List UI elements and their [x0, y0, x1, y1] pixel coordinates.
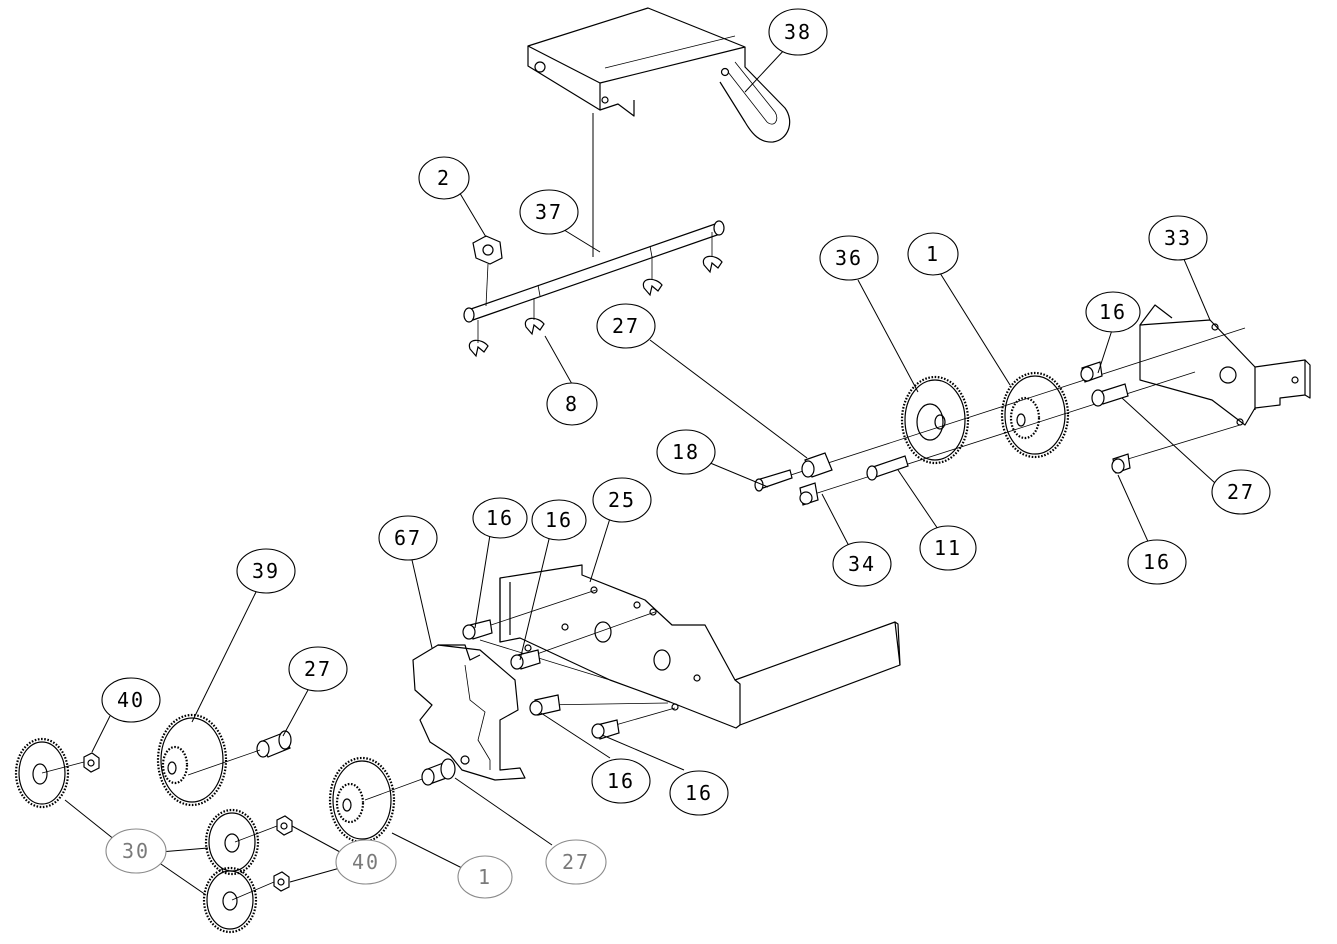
callout-18: 18 — [656, 429, 716, 475]
callout-33: 33 — [1148, 215, 1208, 261]
callout-25: 25 — [592, 477, 652, 523]
callout-1-left: 1 — [457, 855, 513, 899]
svg-text:1: 1 — [926, 242, 940, 266]
svg-text:16: 16 — [607, 769, 635, 793]
callout-34: 34 — [832, 541, 892, 587]
svg-text:38: 38 — [784, 20, 812, 44]
part-36-gear — [900, 375, 970, 465]
svg-text:8: 8 — [565, 392, 579, 416]
middle-screws — [462, 619, 620, 740]
part-1-gear-right — [1000, 371, 1070, 459]
part-38-bracket — [527, 7, 791, 143]
right-axes — [759, 327, 1246, 498]
callout-16-middle-c: 16 — [591, 758, 651, 804]
svg-text:18: 18 — [672, 440, 700, 464]
part-2-clip — [472, 235, 503, 307]
svg-text:1: 1 — [478, 865, 492, 889]
callout-16-middle-b: 16 — [531, 499, 587, 541]
callout-36: 36 — [819, 235, 879, 281]
svg-text:30: 30 — [122, 839, 150, 863]
svg-text:27: 27 — [304, 657, 332, 681]
svg-text:27: 27 — [1227, 480, 1255, 504]
callout-16-right-bottom: 16 — [1127, 539, 1187, 585]
svg-text:36: 36 — [835, 246, 863, 270]
part-40-nuts — [41, 752, 293, 901]
svg-text:25: 25 — [608, 488, 636, 512]
right-pins-and-screws — [754, 361, 1131, 506]
svg-text:40: 40 — [117, 688, 145, 712]
callout-30: 30 — [105, 828, 167, 874]
svg-text:16: 16 — [486, 506, 514, 530]
callout-16-middle-d: 16 — [669, 770, 729, 816]
part-27-bushing-left — [187, 730, 292, 776]
svg-text:37: 37 — [535, 200, 563, 224]
part-39-gear — [156, 713, 228, 807]
callout-27-right: 27 — [1211, 469, 1271, 515]
callout-67: 67 — [378, 515, 438, 561]
part-8-e-rings — [468, 232, 723, 358]
callout-40-bottom: 40 — [335, 839, 397, 885]
svg-text:34: 34 — [848, 552, 876, 576]
svg-text:16: 16 — [1143, 550, 1171, 574]
callout-39: 39 — [236, 548, 296, 594]
svg-text:11: 11 — [934, 536, 962, 560]
svg-text:16: 16 — [545, 508, 573, 532]
callout-11: 11 — [919, 525, 977, 571]
svg-text:67: 67 — [394, 526, 422, 550]
callout-27-bottom: 27 — [545, 839, 607, 885]
callout-16-middle-a: 16 — [472, 497, 528, 539]
part-33-plate — [1139, 304, 1311, 426]
svg-text:27: 27 — [612, 314, 640, 338]
callout-27-left: 27 — [288, 646, 348, 692]
callout-37: 37 — [519, 189, 579, 235]
part-37-shaft — [463, 113, 725, 323]
part-30-gears — [14, 737, 260, 934]
callout-38: 38 — [768, 8, 828, 56]
part-67-bracket — [412, 644, 526, 781]
callout-27-upper: 27 — [596, 303, 656, 349]
callout-2: 2 — [418, 156, 470, 200]
leader-lines — [64, 47, 1216, 896]
svg-text:16: 16 — [1099, 300, 1127, 324]
svg-text:27: 27 — [562, 850, 590, 874]
part-27-bushing-middle — [421, 758, 456, 786]
svg-text:40: 40 — [352, 850, 380, 874]
svg-text:16: 16 — [685, 781, 713, 805]
svg-text:39: 39 — [252, 559, 280, 583]
callout-1-right: 1 — [907, 232, 959, 276]
part-1-gear-left — [328, 756, 426, 844]
callout-40-top: 40 — [101, 677, 161, 723]
callout-16-right-top: 16 — [1085, 291, 1141, 333]
svg-text:2: 2 — [437, 166, 451, 190]
callout-8: 8 — [546, 382, 598, 426]
svg-text:33: 33 — [1164, 226, 1192, 250]
